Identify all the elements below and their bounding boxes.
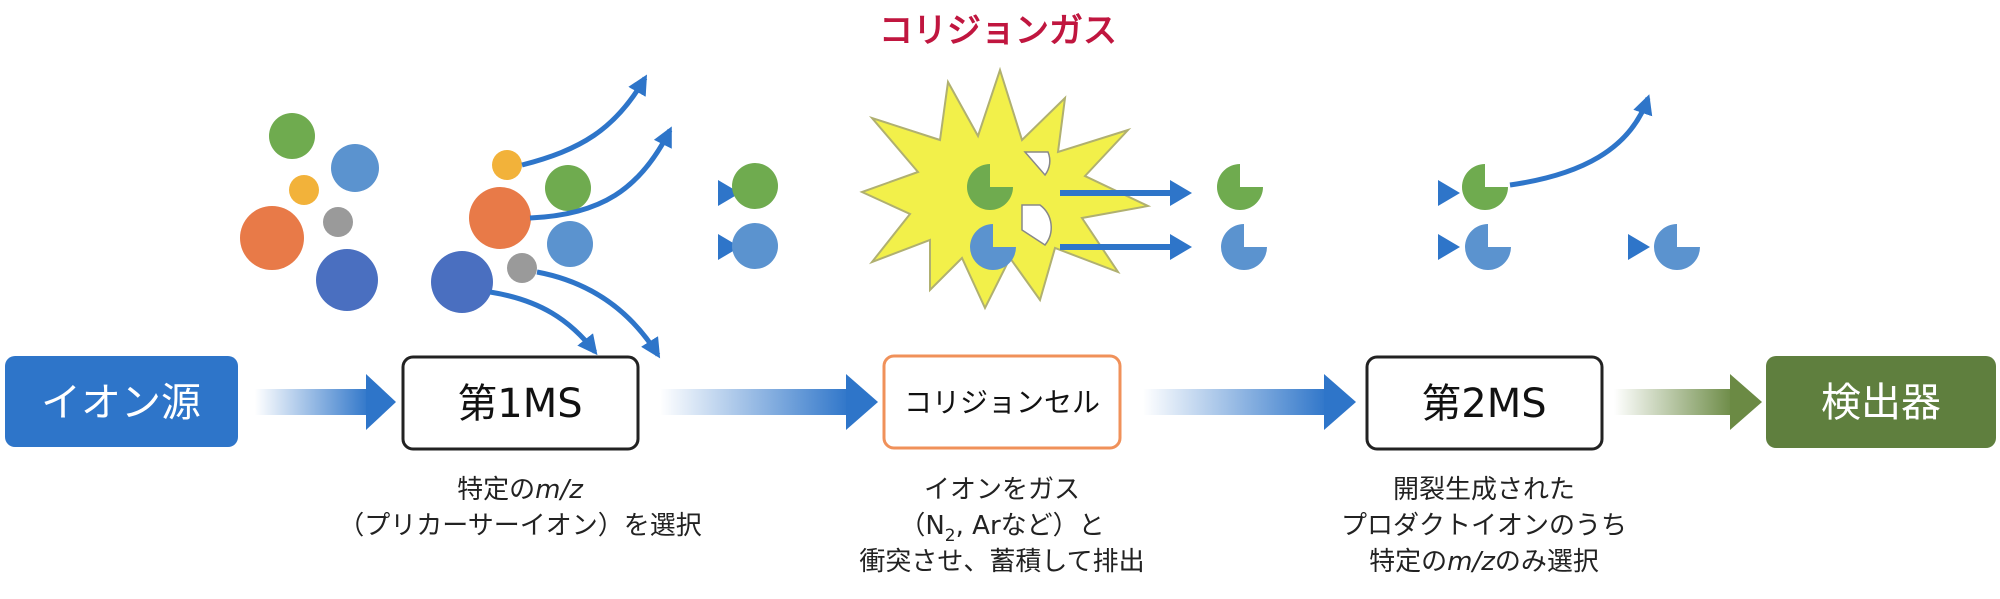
ion-orange <box>469 187 531 249</box>
ion-orange <box>240 206 304 270</box>
caption-ms2: 開裂生成された プロダクトイオンのうち 特定のm/zのみ選択 <box>1341 475 1627 577</box>
ion-blue <box>331 144 379 192</box>
fragment-piece <box>1021 204 1052 246</box>
rejected-ion-path <box>1509 94 1653 188</box>
collision-gas-title: コリジョンガス <box>879 11 1117 51</box>
flow-arrow <box>660 389 850 415</box>
caption-cell-line1: イオンをガス <box>924 475 1080 505</box>
precursor-ion-blue <box>732 223 778 269</box>
product-ion-blue <box>1221 224 1267 270</box>
fragment-piece <box>1023 151 1051 177</box>
ms1-label: 第1MS <box>457 381 582 427</box>
ion-green <box>545 165 591 211</box>
caption-cell-line3: 衝突させ、蓄積して排出 <box>859 547 1144 577</box>
arrow-head <box>1170 180 1192 206</box>
rejected-ion-path <box>521 74 648 168</box>
flow-arrow-head <box>1730 374 1762 430</box>
caption-ms2-line3: 特定のm/zのみ選択 <box>1369 547 1599 577</box>
flow-arrow <box>1614 389 1734 415</box>
ion-blue <box>547 221 593 267</box>
ion-green <box>269 113 315 159</box>
caption-ms2-line1: 開裂生成された <box>1393 475 1575 505</box>
fragment-ion-green <box>967 164 1013 210</box>
arrow-head <box>1628 234 1650 260</box>
ms2-label: 第2MS <box>1421 381 1546 427</box>
arrow-head <box>1438 180 1460 206</box>
product-ion-blue <box>1465 224 1511 270</box>
arrow-head <box>718 180 740 206</box>
rejected-ion-path <box>536 269 661 359</box>
caption-ms1-line2: （プリカーサーイオン）を選択 <box>338 511 701 541</box>
fragment-ion-blue <box>970 224 1016 270</box>
product-ion-green <box>1217 164 1263 210</box>
ion-dark-blue <box>316 249 378 311</box>
caption-cell-line2: （N2, Arなど）と <box>899 511 1104 546</box>
rejected-ion-path <box>489 289 598 356</box>
stage-ms2: 第2MS <box>1365 355 1604 451</box>
ion-source-label: イオン源 <box>41 380 201 426</box>
selected-product-ion <box>1654 224 1700 270</box>
ion-yellow <box>492 150 522 180</box>
flow-arrow-head <box>1324 374 1356 430</box>
ion-gray <box>507 253 537 283</box>
product-ion-green <box>1462 164 1508 210</box>
ion-dark-blue <box>431 251 493 313</box>
flow-arrow-head <box>366 374 396 430</box>
flow-arrow-head <box>846 374 878 430</box>
flow-arrow <box>1143 389 1328 415</box>
stage-collision-cell: コリジョンセル <box>882 354 1122 450</box>
flow-arrow <box>255 389 370 415</box>
ion-yellow <box>289 175 319 205</box>
caption-cell: イオンをガス （N2, Arなど）と 衝突させ、蓄積して排出 <box>859 475 1144 577</box>
ion-gray <box>323 207 353 237</box>
arrow-head <box>1170 234 1192 260</box>
arrow-head <box>718 234 740 260</box>
collision-cell-label: コリジョンセル <box>904 386 1100 419</box>
precursor-ion-green <box>732 163 778 209</box>
caption-ms1-line1: 特定のm/z <box>457 475 584 505</box>
stage-ms1: 第1MS <box>401 355 640 451</box>
stage-ion-source: イオン源 <box>5 356 238 447</box>
detector-label: 検出器 <box>1821 380 1941 426</box>
caption-ms1: 特定のm/z （プリカーサーイオン）を選択 <box>338 475 701 541</box>
stage-detector: 検出器 <box>1766 356 1996 448</box>
arrow-head <box>1438 234 1460 260</box>
caption-ms2-line2: プロダクトイオンのうち <box>1341 511 1627 541</box>
